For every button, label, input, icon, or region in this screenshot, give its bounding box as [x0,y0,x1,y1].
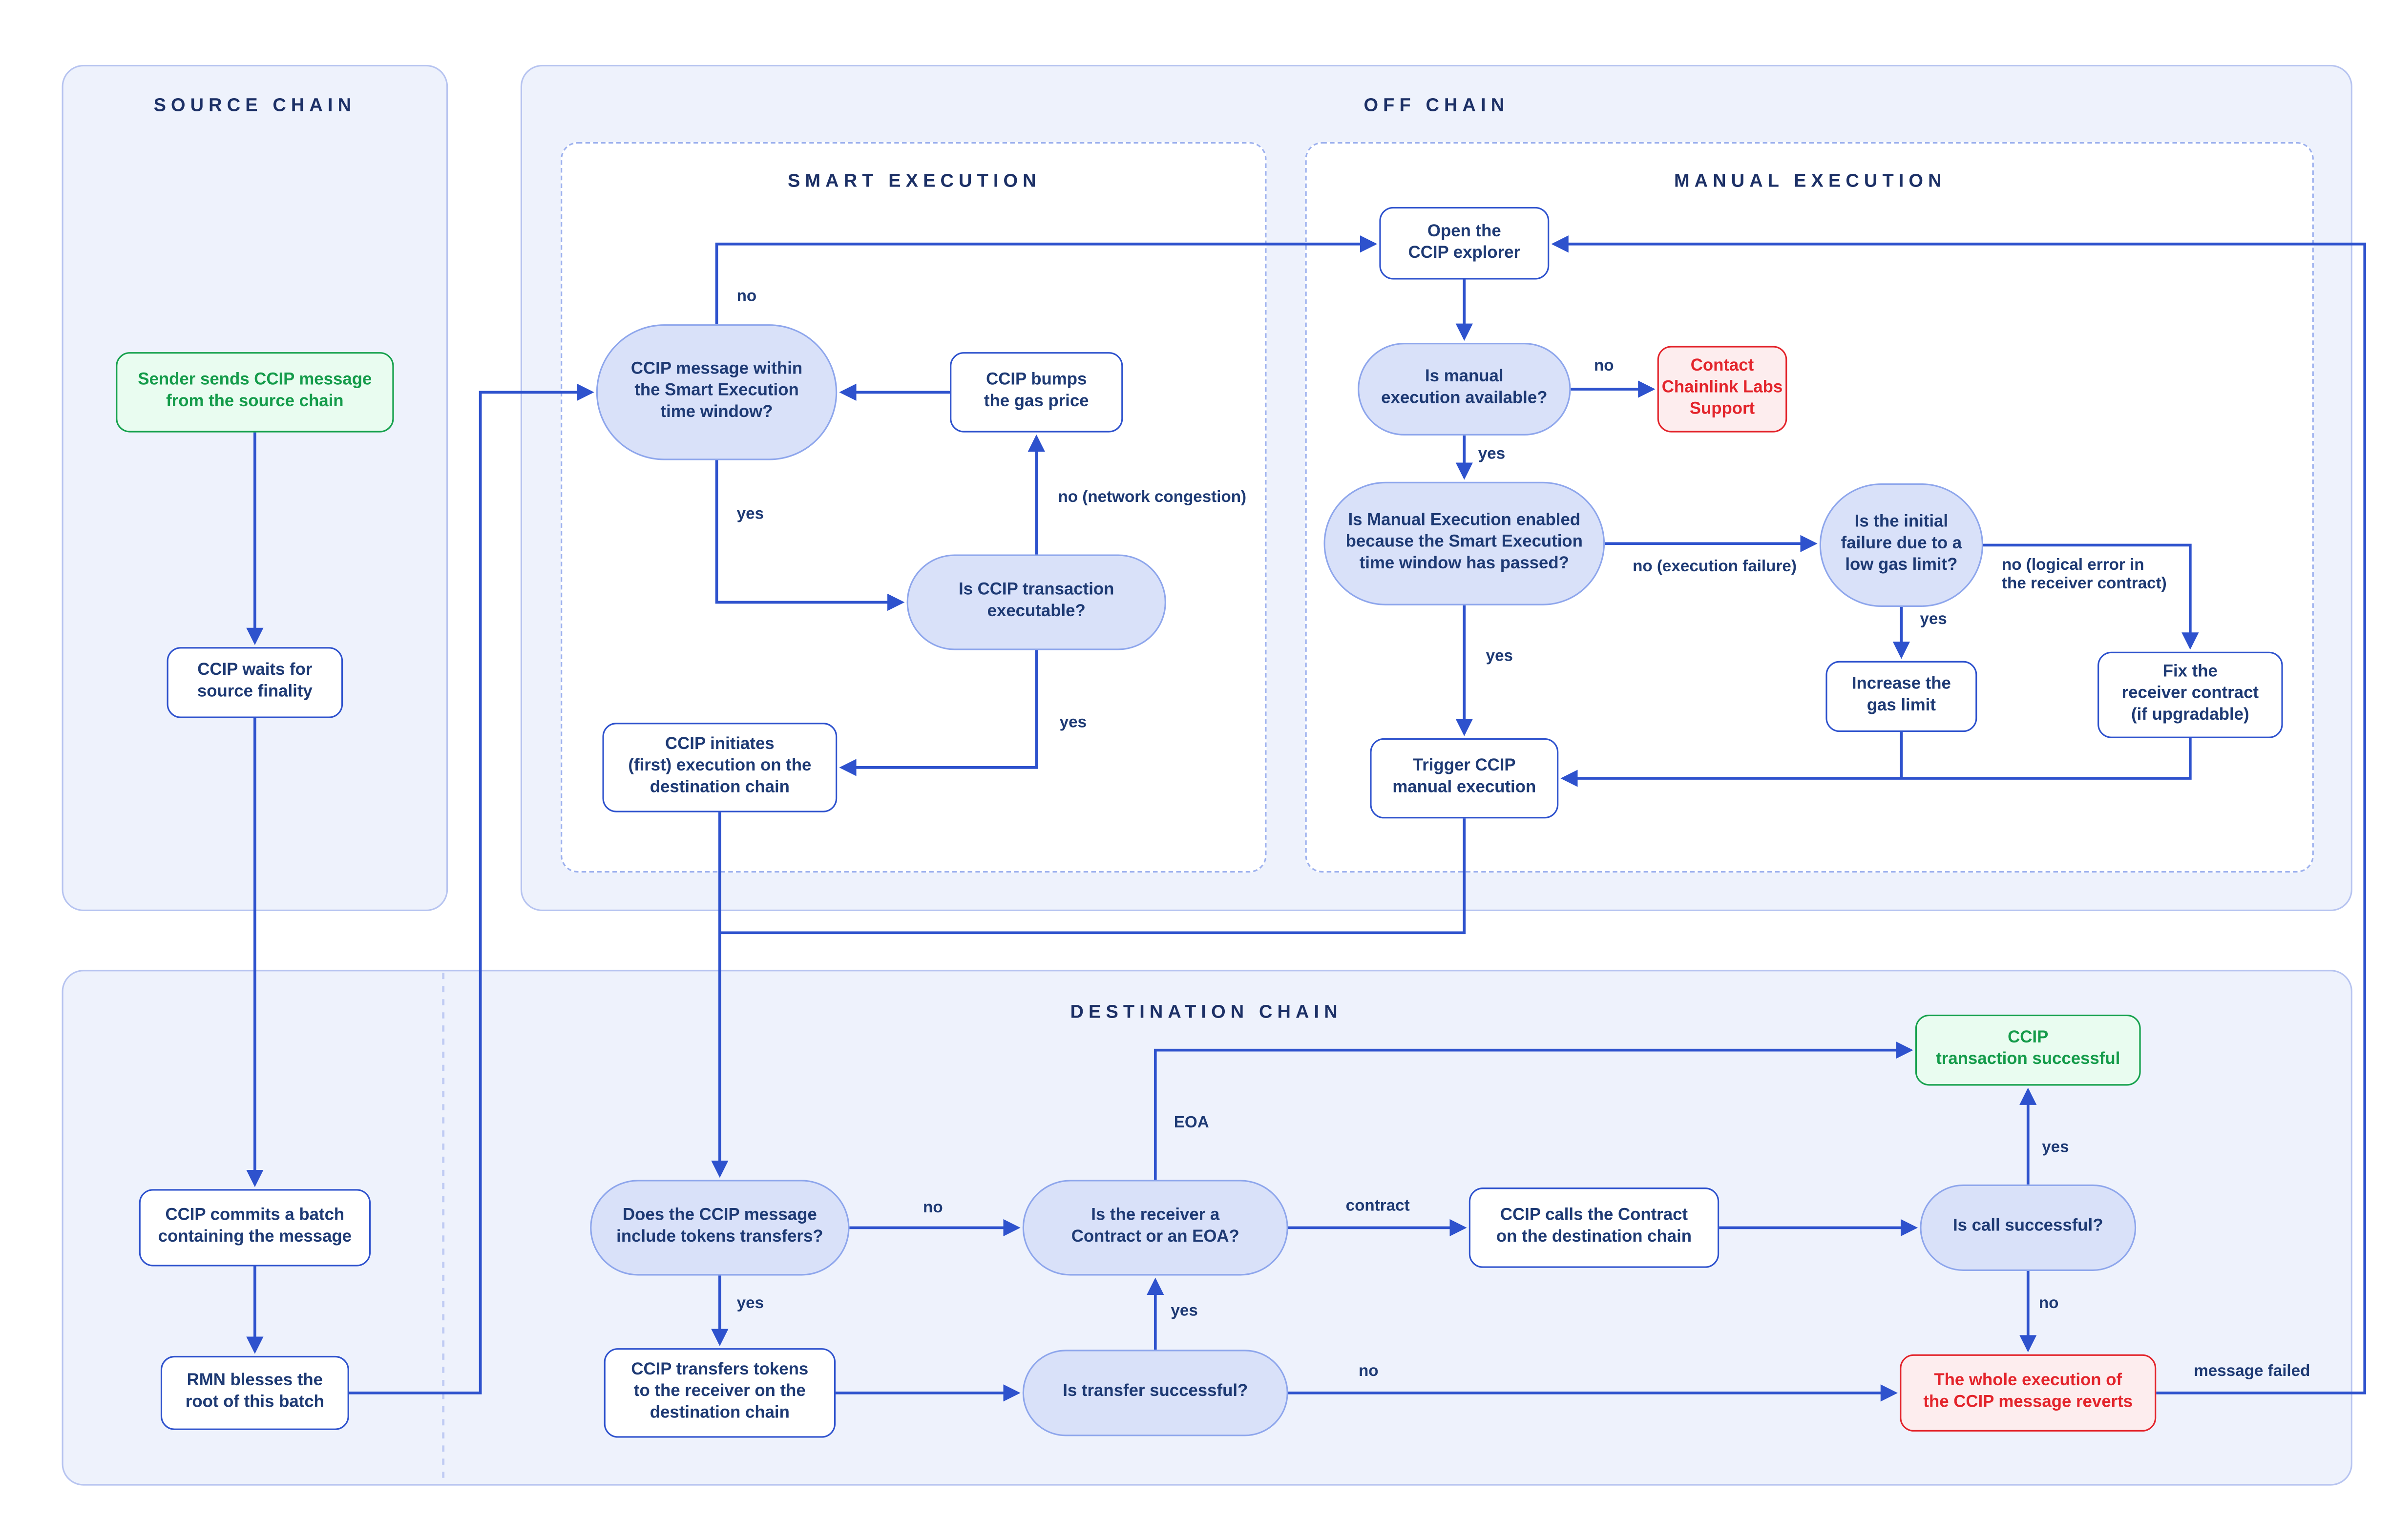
edge-label-contract: contract [1345,1197,1410,1216]
edge-initial-no-to-fix [1983,543,2199,650]
node-sender-sends-message: Sender sends CCIP message from the sourc… [116,352,394,433]
edge-receiver-eoa-to-success [1154,1041,1913,1180]
node-ccip-transaction-successful: CCIP transaction successful [1915,1014,2141,1086]
node-fix-receiver-contract: Fix the receiver contract (if upgradable… [2097,651,2283,738]
decision-initial-failure-low-gas: Is the initial failure due to a low gas … [1819,483,1984,607]
edge-window-yes-to-executable [715,460,905,611]
manual-execution-title: MANUAL EXECUTION [1674,169,1947,192]
edge-label-transfer-no: no [1358,1362,1379,1381]
decision-transaction-executable: Is CCIP transaction executable? [906,554,1166,650]
edge-label-executable-yes: yes [1059,713,1087,732]
edge-label-call-yes: yes [2042,1138,2069,1157]
edge-label-transfer-yes: yes [1171,1302,1198,1321]
smart-execution-title: SMART EXECUTION [787,169,1041,192]
node-trigger-manual-execution: Trigger CCIP manual execution [1370,738,1559,819]
edge-label-eoa: EOA [1174,1113,1209,1132]
decision-message-includes-token-transfers: Does the CCIP message include tokens tra… [590,1180,850,1276]
edge-label-window-no: no [736,287,757,306]
edge-label-message-failed: message failed [2194,1362,2310,1381]
edge-message-failed-to-explorer [1551,235,2367,1394]
edge-label-enabled-yes: yes [1486,647,1513,666]
edge-label-available-no: no [1594,356,1614,375]
edge-label-call-no: no [2038,1294,2059,1313]
destination-chain-title: DESTINATION CHAIN [1070,1000,1342,1022]
edge-trigger-to-tokens-junction [719,818,1466,935]
edge-rmn-to-window [349,383,594,1394]
node-open-ccip-explorer: Open the CCIP explorer [1379,207,1550,280]
edge-label-network-congestion: no (network congestion) [1058,488,1247,507]
edge-label-available-yes: yes [1478,444,1506,463]
decision-manual-execution-available: Is manual execution available? [1358,343,1571,436]
decision-is-call-successful: Is call successful? [1920,1184,2137,1271]
decision-manual-enabled-window-passed: Is Manual Execution enabled because the … [1323,481,1605,605]
edge-label-window-yes: yes [736,505,764,524]
edge-label-tokens-yes: yes [736,1294,764,1313]
node-ccip-transfers-tokens: CCIP transfers tokens to the receiver on… [604,1348,836,1438]
decision-is-transfer-successful: Is transfer successful? [1022,1350,1288,1436]
edge-label-tokens-no: no [923,1198,943,1217]
node-ccip-waits-finality: CCIP waits for source finality [167,647,343,718]
edge-fix-to-trigger [1560,738,2192,787]
edge-label-initial-yes: yes [1920,610,1947,629]
decision-receiver-contract-or-eoa: Is the receiver a Contract or an EOA? [1022,1180,1288,1276]
decision-message-within-window: CCIP message within the Smart Execution … [596,324,838,460]
edge-executable-yes-to-initiates [839,650,1038,776]
node-execution-reverts: The whole execution of the CCIP message … [1900,1354,2157,1432]
node-rmn-blesses-root: RMN blesses the root of this batch [160,1355,349,1430]
edge-window-no-to-explorer [715,235,1378,325]
node-ccip-bumps-gas-price: CCIP bumps the gas price [950,352,1123,433]
source-chain-title: SOURCE CHAIN [153,94,357,116]
node-ccip-initiates-execution: CCIP initiates (first) execution on the … [602,723,838,812]
node-ccip-calls-contract: CCIP calls the Contract on the destinati… [1468,1187,1720,1268]
node-ccip-commits-batch: CCIP commits a batch containing the mess… [139,1189,371,1267]
edge-label-execution-failure: no (execution failure) [1633,557,1797,576]
node-contact-chainlink-labs-support: Contact Chainlink Labs Support [1657,346,1787,433]
off-chain-title: OFF CHAIN [1363,94,1510,116]
node-increase-gas-limit: Increase the gas limit [1825,661,1977,732]
edge-label-logical-error: no (logical error in the receiver contra… [2001,556,2167,593]
